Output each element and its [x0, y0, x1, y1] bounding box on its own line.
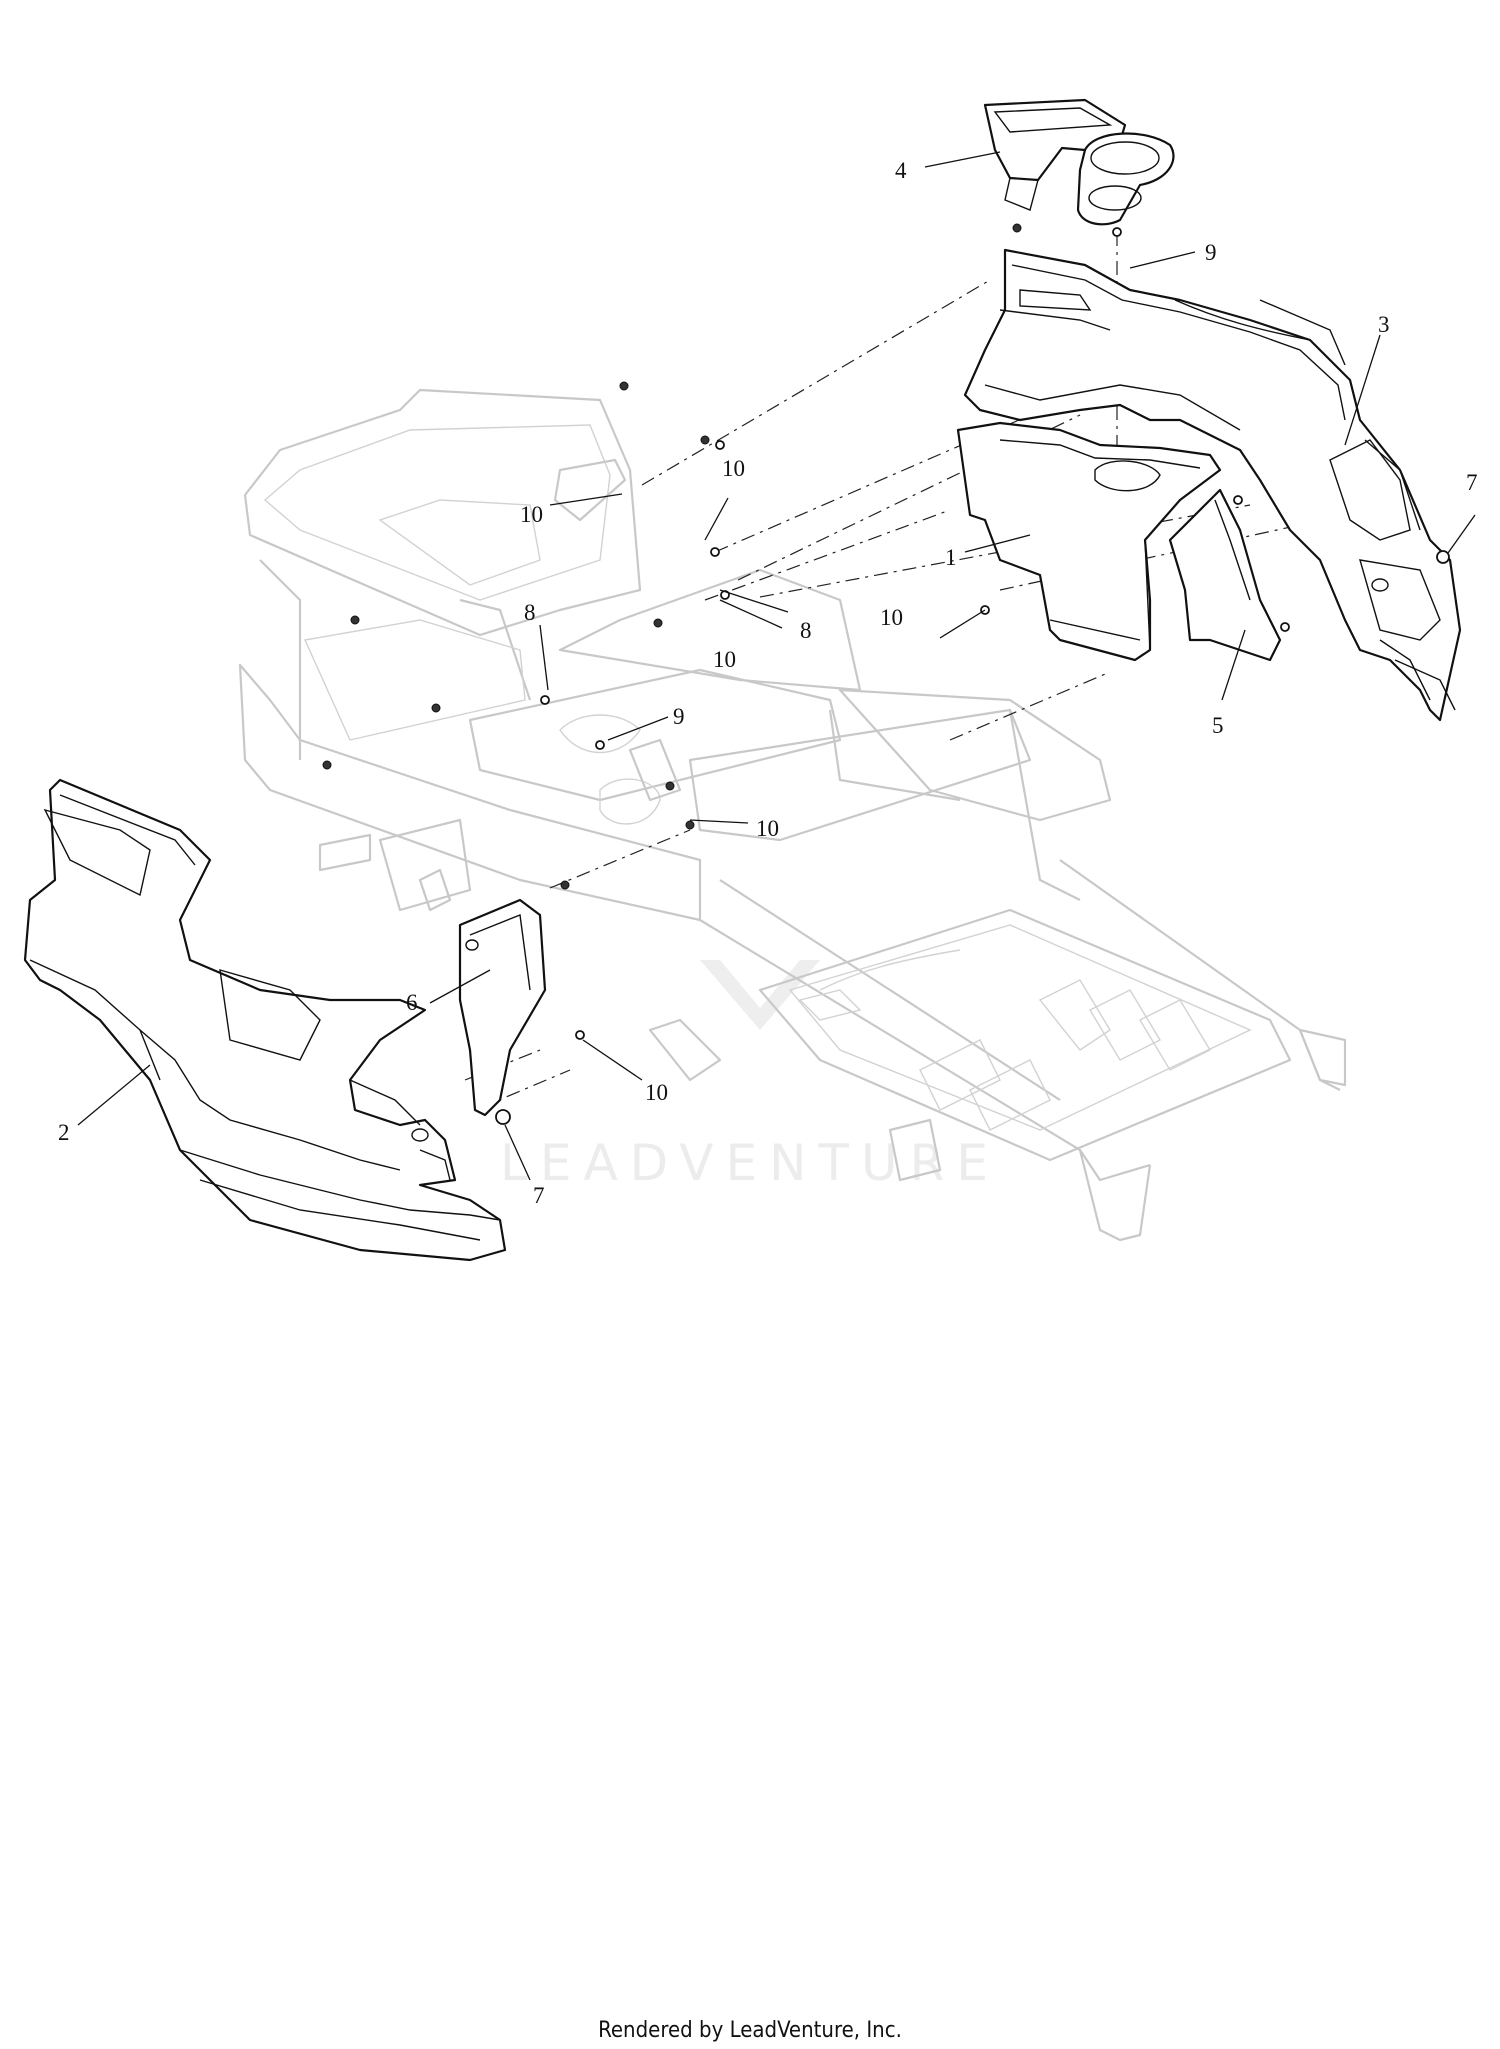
callouts: 4 9 3 7 1 5 10 10 10 10 8 8 9 10 6 10 7 … — [58, 158, 1478, 1208]
callout-2: 2 — [58, 1120, 70, 1145]
watermark: LEADVENTURE — [500, 960, 1000, 1192]
bolt-icon — [685, 820, 695, 830]
callout-10-bottom: 10 — [645, 1080, 668, 1105]
callout-8-right: 8 — [800, 618, 812, 643]
callout-9-center: 9 — [673, 704, 685, 729]
callout-6: 6 — [406, 990, 418, 1015]
callout-10-top-left: 10 — [520, 502, 543, 527]
leader-lines — [77, 151, 1476, 1181]
bolt-icon — [1112, 227, 1122, 237]
bolt-icon — [322, 760, 332, 770]
callout-10-center: 10 — [713, 647, 736, 672]
watermark-text: LEADVENTURE — [500, 1134, 1000, 1192]
bolt-icon — [560, 880, 570, 890]
bolt-icon — [1233, 495, 1243, 505]
bolt-icon — [710, 547, 720, 557]
part-6-side-panel — [458, 898, 547, 1117]
callout-3: 3 — [1378, 312, 1390, 337]
part-1-console-panel — [956, 421, 1222, 662]
part-2-left-fender — [23, 778, 507, 1262]
bolt-icon — [431, 703, 441, 713]
callout-10-right: 10 — [880, 605, 903, 630]
bolt-icon — [619, 381, 629, 391]
callout-4: 4 — [895, 158, 907, 183]
callout-9-top: 9 — [1205, 240, 1217, 265]
callout-1: 1 — [945, 545, 957, 570]
bolt-icon — [595, 740, 605, 750]
bolt-icon — [700, 435, 710, 445]
callout-10-lower-center: 10 — [756, 816, 779, 841]
bolt-icon — [1280, 622, 1290, 632]
bolt-icon — [1012, 223, 1022, 233]
callout-7-right: 7 — [1466, 470, 1478, 495]
nut-icon — [495, 1109, 511, 1125]
callout-5: 5 — [1212, 713, 1224, 738]
callout-10-top-center: 10 — [722, 456, 745, 481]
callout-8-left: 8 — [524, 600, 536, 625]
nut-icon — [1436, 550, 1450, 564]
bolt-icon — [665, 781, 675, 791]
bolt-icon — [715, 440, 725, 450]
bolt-icon — [540, 695, 550, 705]
bolt-icon — [350, 615, 360, 625]
callout-7-bottom: 7 — [533, 1183, 545, 1208]
bolt-icon — [653, 618, 663, 628]
bolt-icon — [575, 1030, 585, 1040]
part-4-cup-holder-tray — [983, 98, 1175, 226]
part-5-side-panel — [1168, 488, 1282, 662]
part-3-right-fender — [963, 248, 1462, 722]
chassis-frame — [238, 388, 1347, 1242]
footer-credit: Rendered by LeadVenture, Inc. — [598, 2018, 902, 2043]
